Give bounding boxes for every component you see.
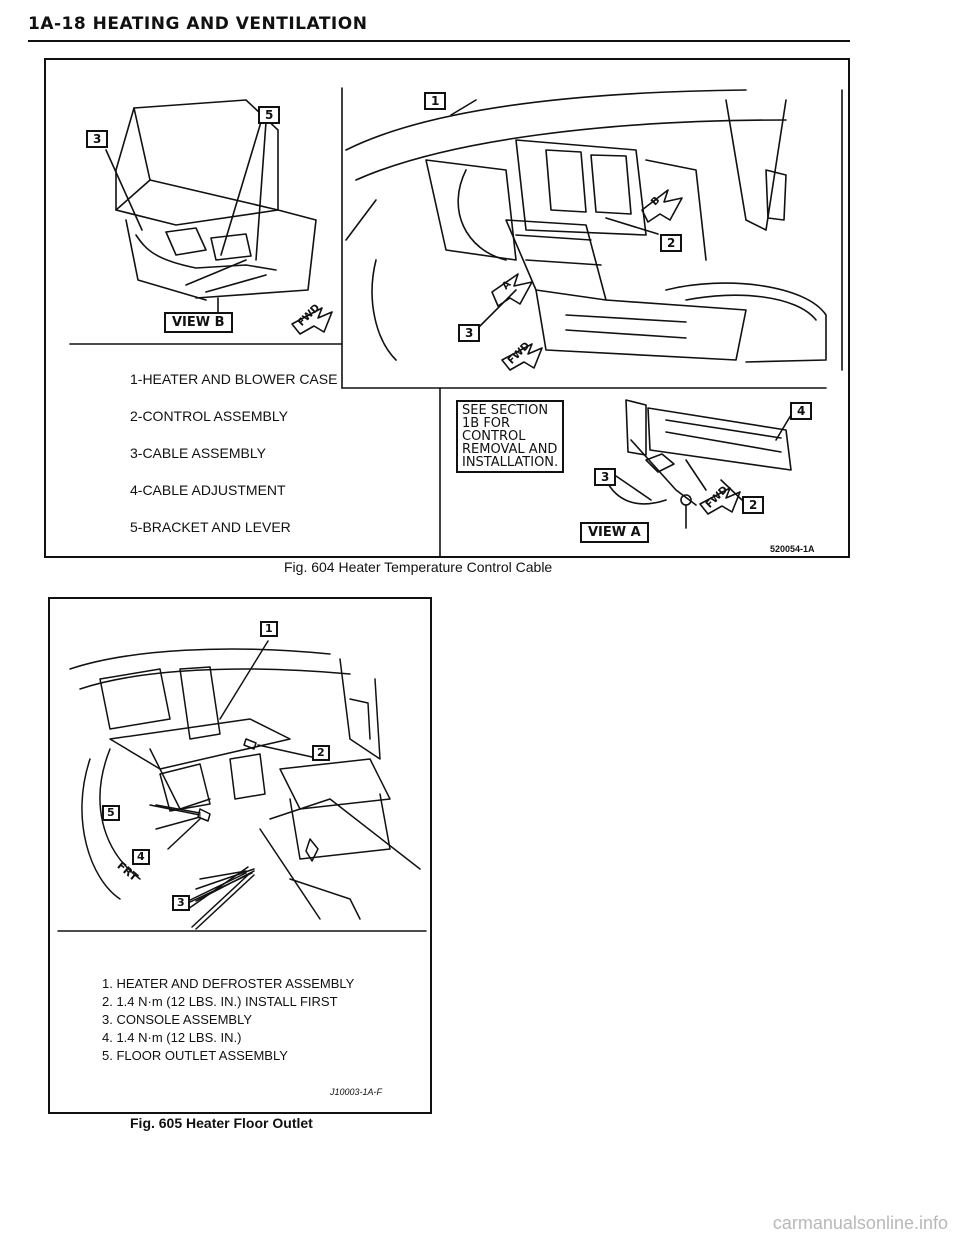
callout-3-cable-assembly-view-a: 3 xyxy=(594,468,617,486)
arrow-b-shape xyxy=(641,189,683,223)
fig604-caption: Fig. 604 Heater Temperature Control Cabl… xyxy=(284,559,553,575)
figure-605: 1 2 5 4 3 FRT 1. HEATER AND DEFROSTER AS… xyxy=(48,597,432,1114)
view-a-fwd-arrow xyxy=(699,487,741,515)
callout-1-heater-blower-case: 1 xyxy=(424,92,447,110)
view-b-label: VIEW B xyxy=(164,312,233,333)
fig605-legend: 1. HEATER AND DEFROSTER ASSEMBLY 2. 1.4 … xyxy=(102,977,354,1062)
arrow-a-shape xyxy=(491,273,533,307)
legend-item-2: 2-CONTROL ASSEMBLY xyxy=(130,408,288,424)
legend-item-3: 3. CONSOLE ASSEMBLY xyxy=(102,1012,253,1027)
heater-case-drawing xyxy=(115,99,317,327)
callout-3-cable-assembly: 3 xyxy=(86,130,109,148)
view-b-fwd-arrow xyxy=(291,307,333,335)
fig604-ref-code: 520054-1A xyxy=(770,544,815,554)
callout-5-floor-outlet: 5 xyxy=(102,805,120,821)
legend-item-4: 4. 1.4 N·m (12 LBS. IN.) xyxy=(102,1030,242,1045)
callout-5-bracket-lever: 5 xyxy=(258,106,281,124)
page-header: 1A-18 HEATING AND VENTILATION xyxy=(28,14,368,34)
callout-4-torque: 4 xyxy=(132,849,150,865)
header-rule xyxy=(28,40,850,42)
legend-item-2: 2. 1.4 N·m (12 LBS. IN.) INSTALL FIRST xyxy=(102,994,338,1009)
fig604-illustration xyxy=(69,87,843,557)
callout-3-console: 3 xyxy=(172,895,190,911)
main-fwd-arrow xyxy=(501,343,543,371)
fig605-illustration xyxy=(57,640,427,932)
watermark: carmanualsonline.info xyxy=(772,1213,948,1233)
fig605-caption: Fig. 605 Heater Floor Outlet xyxy=(130,1115,313,1131)
legend-item-1: 1-HEATER AND BLOWER CASE xyxy=(130,371,338,387)
dashboard-console-drawing xyxy=(345,89,827,363)
legend-item-1: 1. HEATER AND DEFROSTER ASSEMBLY xyxy=(102,976,355,991)
legend-item-5: 5-BRACKET AND LEVER xyxy=(130,519,291,535)
view-a-label: VIEW A xyxy=(580,522,649,543)
fig605-ref-code: J10003-1A-F xyxy=(330,1087,383,1097)
see-section-note: SEE SECTION 1B FOR CONTROL REMOVAL AND I… xyxy=(456,400,565,473)
callout-3-cable-assembly-main: 3 xyxy=(458,324,481,342)
callout-1-heater-defroster: 1 xyxy=(260,621,278,637)
legend-item-5: 5. FLOOR OUTLET ASSEMBLY xyxy=(102,1048,288,1063)
callout-4-cable-adjustment: 4 xyxy=(790,402,813,420)
fig604-legend: 1-HEATER AND BLOWER CASE 2-CONTROL ASSEM… xyxy=(130,372,337,534)
callout-2-control-assembly: 2 xyxy=(660,234,683,252)
legend-item-3: 3-CABLE ASSEMBLY xyxy=(130,445,266,461)
callout-2-install-first: 2 xyxy=(312,745,330,761)
legend-item-4: 4-CABLE ADJUSTMENT xyxy=(130,482,286,498)
callout-2-control-assembly-view-a: 2 xyxy=(742,496,765,514)
figure-604: 5 3 VIEW B FWD 1 2 3 B A FWD 1-HEATER AN… xyxy=(44,58,850,558)
